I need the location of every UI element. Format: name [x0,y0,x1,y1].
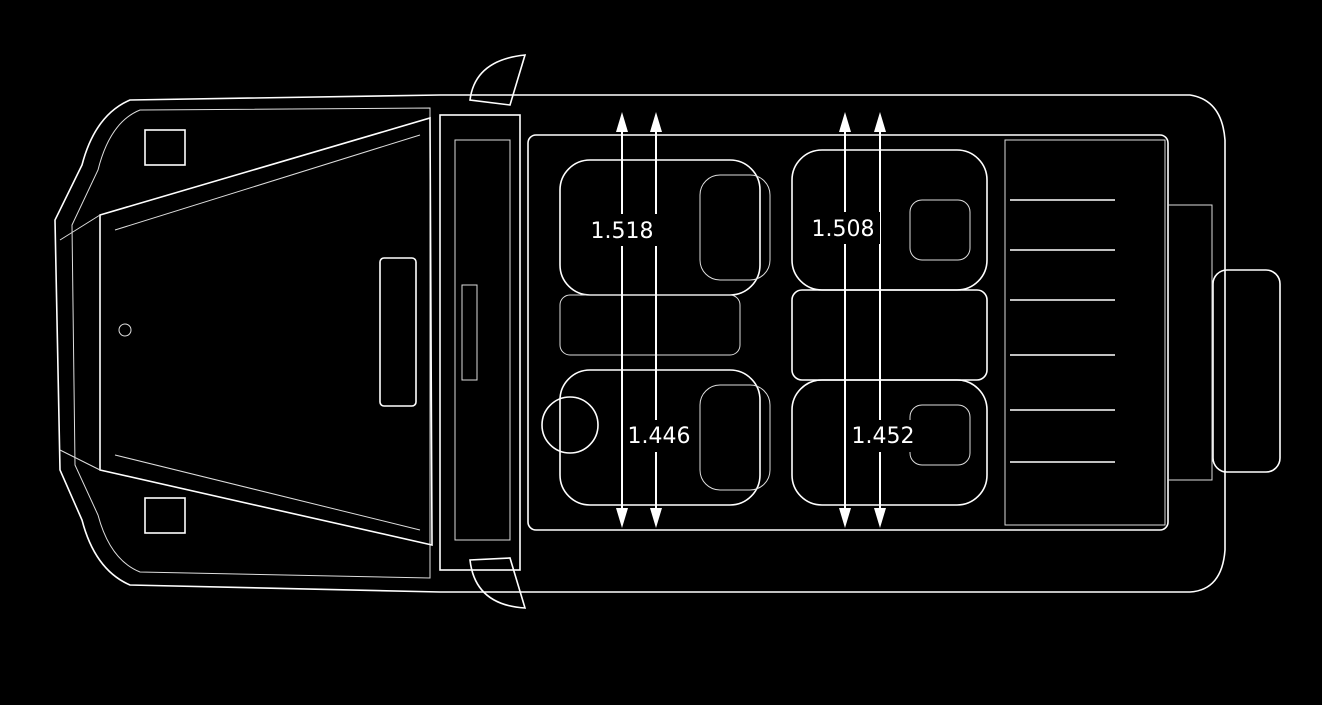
dimension-lines [616,112,886,528]
right-mirror [469,557,527,609]
cargo-rails [1010,199,1115,463]
center-console [559,294,741,356]
rear-seats [791,149,988,506]
front-seats [541,159,771,506]
car-body [54,54,1281,609]
rear-shoulder-width-label: 1.508 [812,217,875,242]
front-hip-width-label: 1.446 [628,424,691,449]
emblem-icon [118,323,132,337]
hood-vent [379,257,417,407]
rear-hip-width-label: 1.452 [852,424,915,449]
left-mirror [469,54,527,106]
front-shoulder-width-label: 1.518 [591,219,654,244]
spare-tire [1212,269,1281,473]
steering-wheel [541,396,599,454]
cabin [527,134,1169,531]
